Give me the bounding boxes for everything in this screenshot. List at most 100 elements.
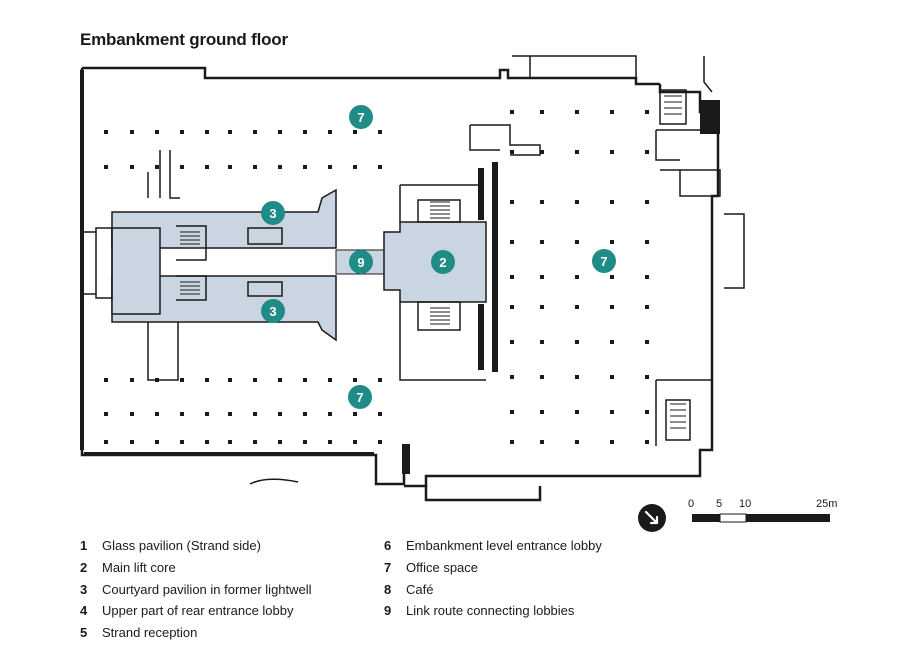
- column: [540, 305, 544, 309]
- column: [278, 130, 282, 134]
- west-edge-mullions: [80, 70, 84, 450]
- courtyard-pavilion-south: [111, 275, 337, 342]
- column: [645, 410, 649, 414]
- legend-text: Upper part of rear entrance lobby: [102, 603, 294, 618]
- column: [303, 130, 307, 134]
- column: [180, 440, 184, 444]
- column: [645, 275, 649, 279]
- column: [228, 165, 232, 169]
- column: [205, 165, 209, 169]
- column: [353, 378, 357, 382]
- column: [610, 275, 614, 279]
- column: [645, 375, 649, 379]
- column: [610, 150, 614, 154]
- plan-title: Embankment ground floor: [80, 30, 288, 49]
- legend-number: 2: [80, 560, 88, 575]
- structural-columns: [104, 110, 649, 444]
- column: [540, 440, 544, 444]
- legend-text: Main lift core: [102, 560, 176, 575]
- column: [645, 200, 649, 204]
- scale-bar: 0 5 10 25m: [688, 498, 837, 523]
- column: [253, 130, 257, 134]
- marker-circle: [261, 201, 285, 225]
- column: [278, 165, 282, 169]
- core-wall: [478, 168, 484, 220]
- column: [645, 340, 649, 344]
- inner-walls: [80, 70, 720, 474]
- stair-wall-west: [402, 444, 410, 474]
- column: [253, 165, 257, 169]
- legend-number: 5: [80, 625, 88, 640]
- column: [645, 110, 649, 114]
- column: [328, 412, 332, 416]
- column: [303, 440, 307, 444]
- scale-segment-10-25: [746, 514, 830, 522]
- column: [540, 340, 544, 344]
- room-marker: 7: [348, 385, 372, 409]
- legend-number: 1: [80, 538, 88, 553]
- marker-circle: [349, 250, 373, 274]
- marker-circle: [431, 250, 455, 274]
- marker-label: 2: [439, 255, 446, 270]
- column: [253, 440, 257, 444]
- column: [540, 240, 544, 244]
- column: [205, 378, 209, 382]
- legend-number: 8: [384, 582, 392, 597]
- legend-text: Glass pavilion (Strand side): [102, 538, 261, 553]
- scale-tick-0: 0: [688, 498, 694, 510]
- column: [278, 440, 282, 444]
- column: [228, 412, 232, 416]
- entrance-bay: [424, 486, 542, 502]
- service-walls: [84, 55, 745, 485]
- column: [575, 340, 579, 344]
- column: [575, 440, 579, 444]
- scale-segment-0-5: [692, 514, 720, 522]
- column: [278, 412, 282, 416]
- column: [130, 440, 134, 444]
- column: [575, 240, 579, 244]
- column: [328, 440, 332, 444]
- column: [378, 130, 382, 134]
- room-marker: 7: [592, 249, 616, 273]
- legend-text: Embankment level entrance lobby: [406, 538, 602, 553]
- column: [130, 165, 134, 169]
- column: [610, 110, 614, 114]
- column: [353, 412, 357, 416]
- column: [104, 130, 108, 134]
- column: [180, 378, 184, 382]
- column: [610, 305, 614, 309]
- room-marker: 3: [261, 299, 285, 323]
- column: [353, 130, 357, 134]
- marker-circle: [348, 385, 372, 409]
- column: [510, 275, 514, 279]
- column: [180, 412, 184, 416]
- column: [378, 378, 382, 382]
- column: [510, 440, 514, 444]
- column: [510, 200, 514, 204]
- scale-segment-5-10: [719, 513, 747, 523]
- column: [303, 378, 307, 382]
- legend-number: 9: [384, 603, 392, 618]
- column: [575, 150, 579, 154]
- column: [205, 440, 209, 444]
- legend-number: 3: [80, 582, 88, 597]
- column: [645, 240, 649, 244]
- column: [278, 378, 282, 382]
- column: [328, 378, 332, 382]
- column: [155, 165, 159, 169]
- column: [540, 110, 544, 114]
- column: [610, 410, 614, 414]
- column: [540, 150, 544, 154]
- column: [575, 275, 579, 279]
- column: [510, 410, 514, 414]
- column: [645, 150, 649, 154]
- column: [205, 130, 209, 134]
- legend-text: Strand reception: [102, 625, 198, 640]
- marker-label: 3: [269, 206, 276, 221]
